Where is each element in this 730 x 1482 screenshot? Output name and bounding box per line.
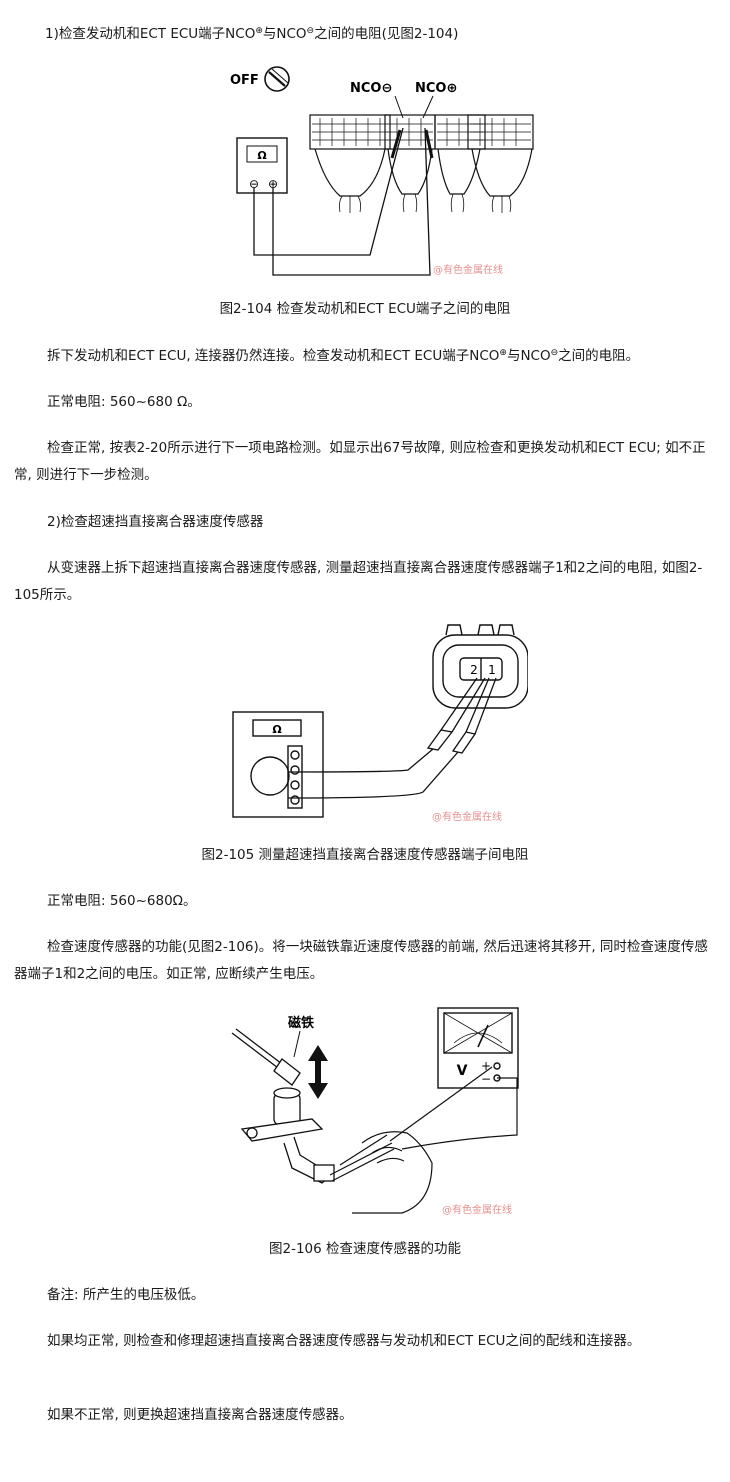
meter-ohm-symbol: Ω [257, 149, 267, 162]
normal-resistance-1: 正常电阻: 560~680 Ω。 [47, 394, 201, 410]
figure-2-104-caption: 图2-104 检查发动机和ECT ECU端子之间的电阻 [219, 301, 511, 317]
minus-superscript-2: ⊖ [550, 348, 559, 358]
note-low-voltage: 备注: 所产生的电压极低。 [47, 1287, 205, 1303]
paragraph-remove-ecu: 拆下发动机和ECT ECU, 连接器仍然连接。检查发动机和ECT ECU端子NC… [47, 348, 640, 364]
paragraph-remove-sensor: 从变速器上拆下超速挡直接离合器速度传感器, 测量超速挡直接离合器速度传感器端子1… [14, 560, 703, 603]
plus-superscript: ⊕ [255, 26, 263, 36]
watermark: @有色金属在线 [433, 263, 503, 276]
test-probes [287, 677, 497, 799]
meter-minus-label: − [481, 1072, 491, 1086]
ecu-resistance-diagram: OFF NCO⊖ NCO⊕ [230, 66, 534, 276]
section1-heading: 1)检查发动机和ECT ECU端子NCO⊕与NCO⊖之间的电阻(见图2-104) [45, 26, 459, 42]
meter-plus-label: + [481, 1059, 491, 1073]
sensor-connector-icon [432, 624, 528, 709]
meter-v-label: V [457, 1063, 468, 1079]
sensor-function-diagram: 磁铁 [231, 1007, 519, 1216]
meter-plus-terminal: ⊕ [268, 177, 278, 191]
up-down-arrow-icon [308, 1045, 328, 1099]
voltmeter-icon [437, 1007, 519, 1089]
ignition-switch-icon [264, 66, 290, 92]
normal-resistance-2: 正常电阻: 560~680Ω。 [47, 893, 197, 909]
watermark: @有色金属在线 [432, 810, 502, 823]
terminal-2-label: 2 [470, 663, 478, 677]
meter-ohm-symbol: Ω [272, 723, 282, 736]
paragraph-if-abnormal: 如果不正常, 则更换超速挡直接离合器速度传感器。 [47, 1407, 353, 1423]
terminal-1-label: 1 [488, 663, 496, 677]
ecu-connectors [309, 114, 534, 213]
figure-2-106-caption: 图2-106 检查速度传感器的功能 [268, 1241, 462, 1257]
paragraph-if-normal: 如果均正常, 则检查和修理超速挡直接离合器速度传感器与发动机和ECT ECU之间… [47, 1333, 641, 1349]
section2-heading: 2)检查超速挡直接离合器速度传感器 [47, 514, 264, 530]
speed-sensor-icon [240, 1087, 335, 1184]
off-label: OFF [230, 73, 259, 88]
figure-2-105: 2 1 Ω @有色金属在线 [228, 620, 528, 825]
minus-superscript: ⊖ [306, 26, 315, 36]
test-leads [253, 127, 434, 276]
figure-2-105-caption: 图2-105 测量超速挡直接离合器速度传感器端子间电阻 [201, 847, 529, 863]
plus-superscript-2: ⊕ [499, 348, 507, 358]
nco-minus-label: NCO⊖ [350, 81, 392, 96]
test-leads [389, 1066, 518, 1150]
ohmmeter-icon [232, 711, 324, 818]
meter-minus-terminal: ⊖ [249, 177, 259, 191]
magnet-label: 磁铁 [288, 1015, 314, 1031]
ohmmeter-icon: Ω ⊖ ⊕ [236, 137, 288, 194]
sensor-resistance-diagram: 2 1 Ω @有色金属在线 [232, 624, 528, 823]
nco-plus-label: NCO⊕ [415, 81, 457, 96]
paragraph-sensor-function: 检查速度传感器的功能(见图2-106)。将一块磁铁靠近速度传感器的前端, 然后迅… [14, 939, 708, 982]
watermark: @有色金属在线 [442, 1203, 512, 1216]
figure-2-106: 磁铁 [222, 1003, 542, 1228]
magnet-icon [231, 1028, 301, 1086]
figure-2-104: OFF NCO⊖ NCO⊕ [220, 58, 550, 283]
paragraph-check-normal: 检查正常, 按表2-20所示进行下一项电路检测。如显示出67号故障, 则应检查和… [14, 440, 706, 483]
hand-with-probes-icon [329, 1131, 433, 1214]
